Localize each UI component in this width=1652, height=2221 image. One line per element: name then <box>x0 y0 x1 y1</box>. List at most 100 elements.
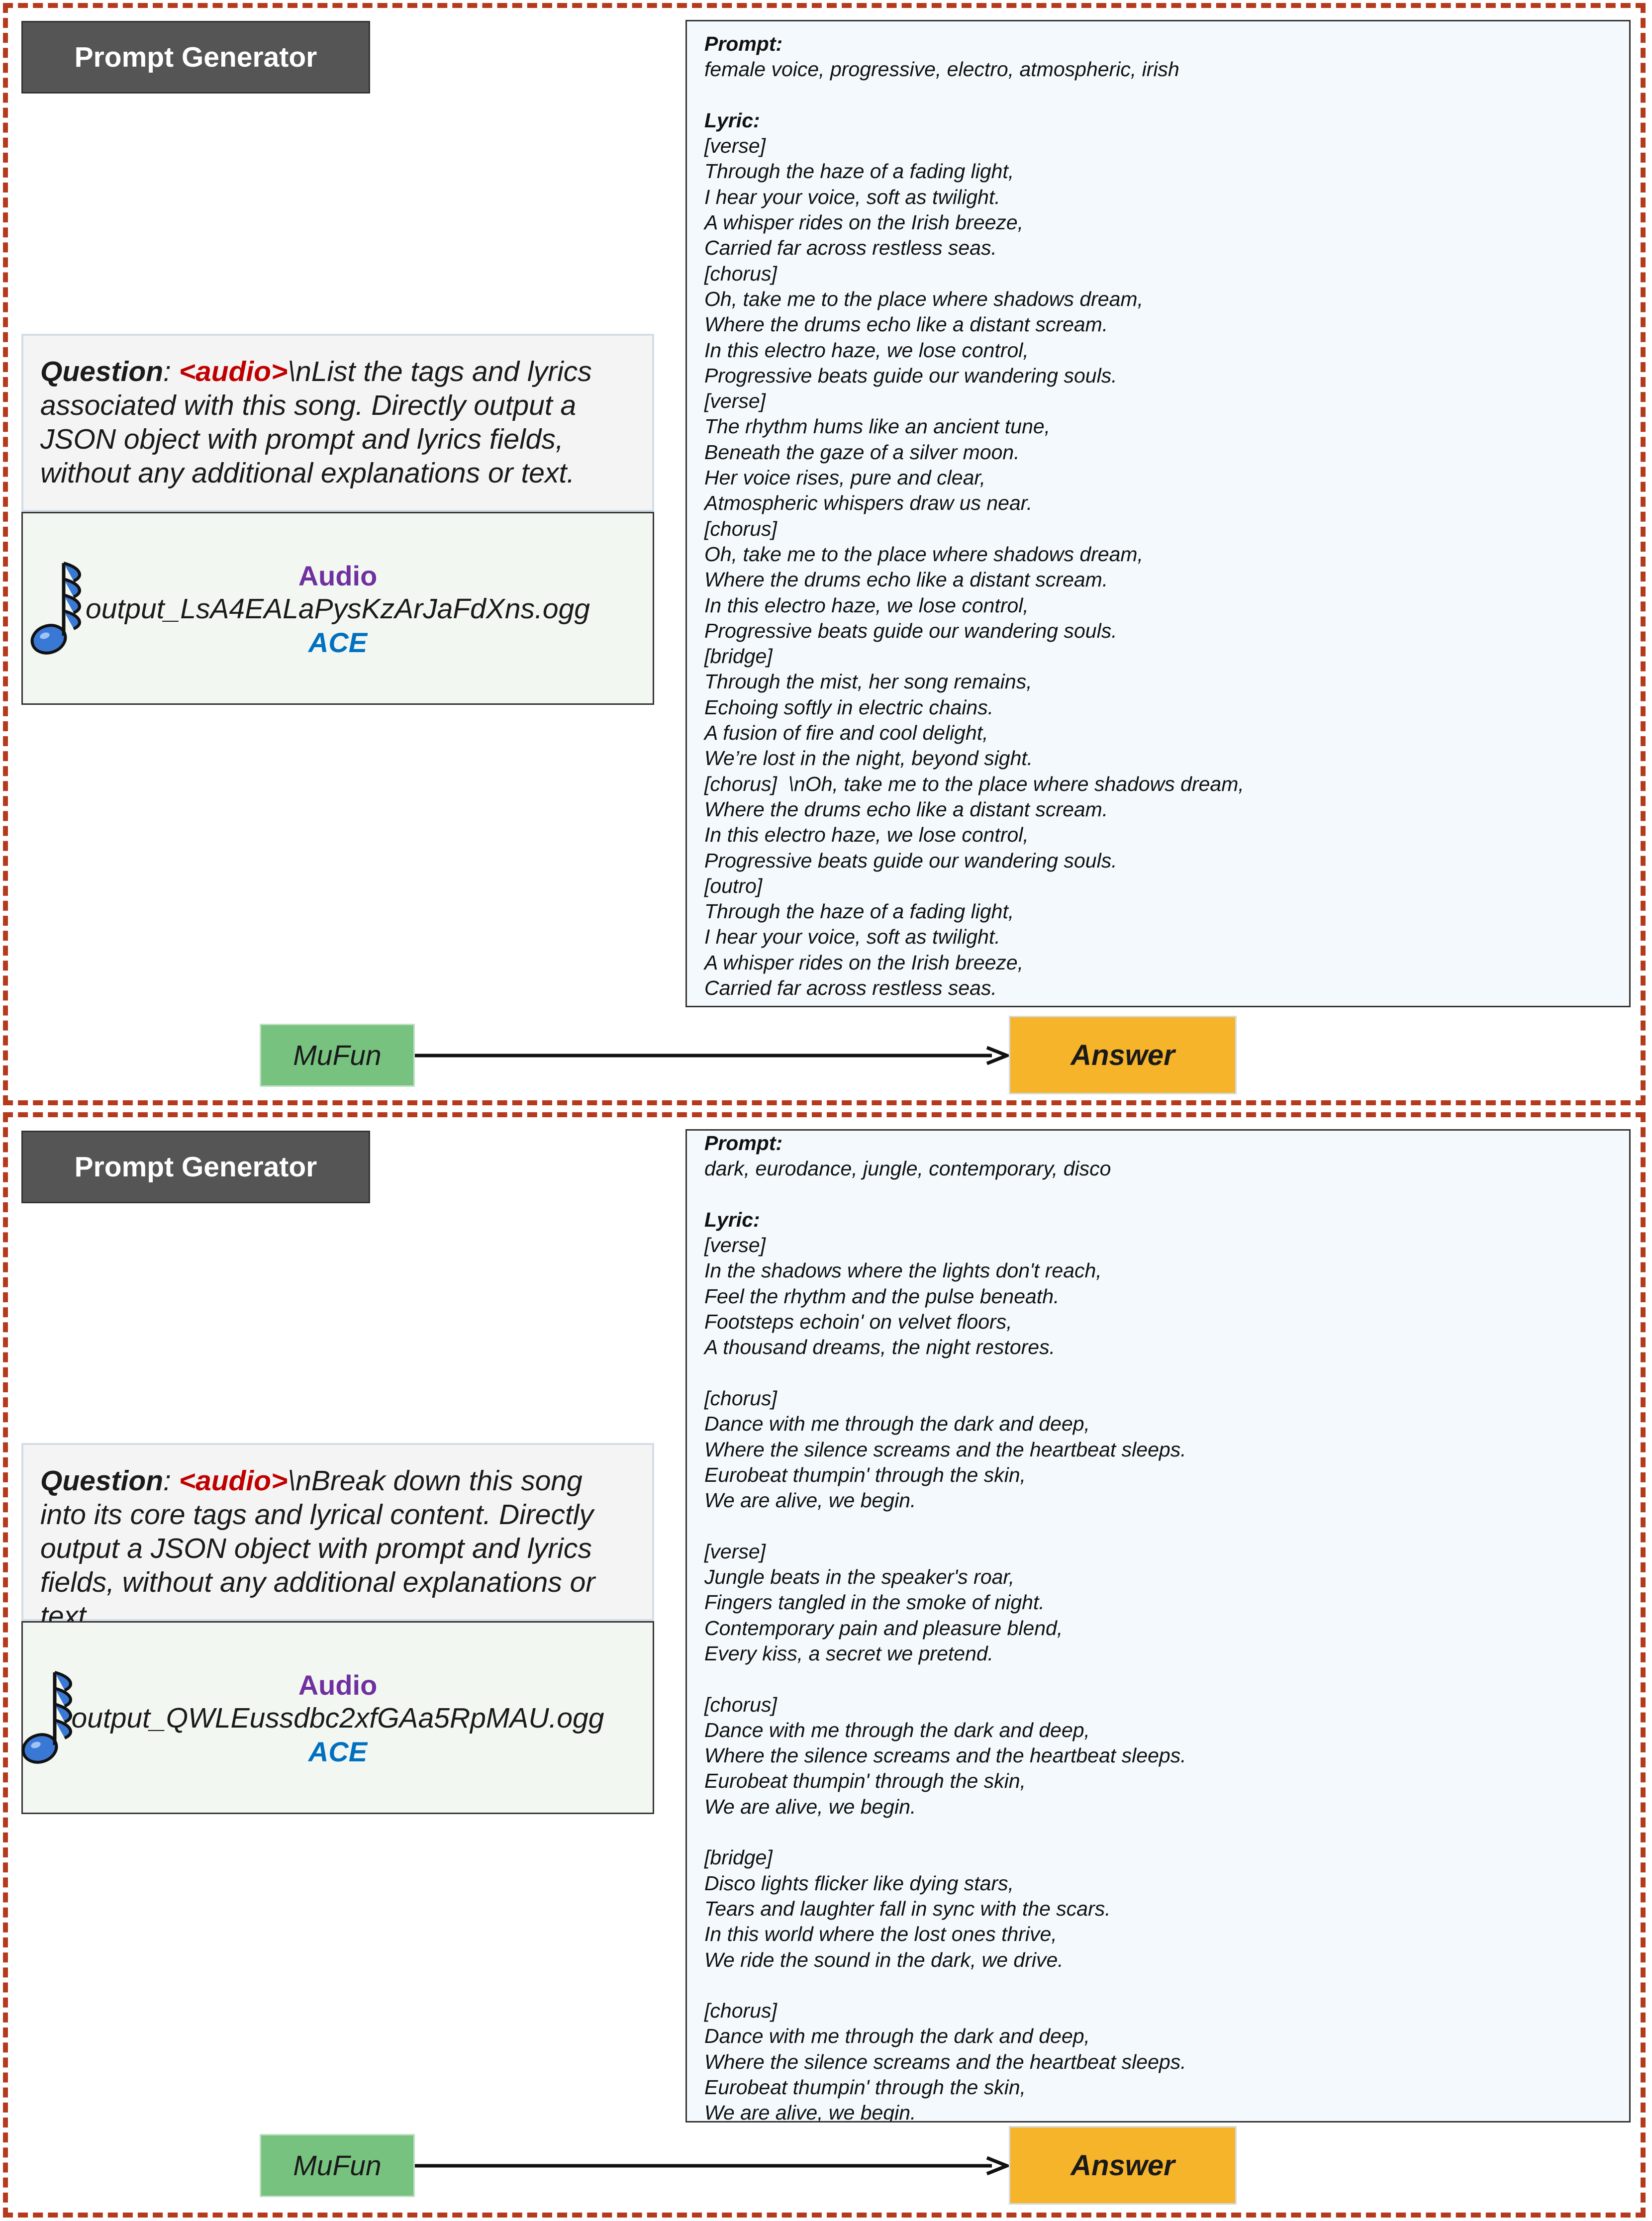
answer-line: Jungle beats in the speaker's roar, <box>704 1565 1015 1589</box>
audio-box: Audio output_QWLEussdbc2xfGAa5RpMAU.ogg … <box>21 1621 654 1814</box>
question-colon: : <box>163 356 179 387</box>
answer-line: [verse] <box>704 389 766 413</box>
answer-line: Progressive beats guide our wandering so… <box>704 364 1117 387</box>
question-label: Question <box>40 356 164 387</box>
answer-line: Fingers tangled in the smoke of night. <box>704 1591 1045 1614</box>
answer-line: Dance with me through the dark and deep, <box>704 2025 1090 2048</box>
question-colon: : <box>163 1465 179 1497</box>
answer-line: Where the drums echo like a distant scre… <box>704 797 1108 821</box>
answer-line: In the shadows where the lights don't re… <box>704 1259 1102 1282</box>
answer-line <box>704 1820 1629 1845</box>
answer-line: [chorus] <box>704 1386 777 1410</box>
answer-line: Her voice rises, pure and clear, <box>704 466 986 489</box>
answer-line: [verse] <box>704 1540 766 1563</box>
answer-line: Eurobeat thumpin' through the skin, <box>704 1463 1026 1486</box>
answer-line: [chorus] <box>704 262 777 285</box>
answer-line <box>704 83 1629 108</box>
answer-line: In this electro haze, we lose control, <box>704 593 1029 617</box>
answer-line: Echoing softly in electric chains. <box>704 695 994 719</box>
answer-line: Dance with me through the dark and deep, <box>704 1412 1090 1436</box>
answer-line: In this electro haze, we lose control, <box>704 338 1029 362</box>
mufun-model-box: MuFun <box>260 1024 415 1087</box>
example-panel-2 <box>3 1112 1646 2218</box>
answer-line: [bridge] <box>704 1846 773 1869</box>
answer-line: [chorus] <box>704 1999 777 2023</box>
answer-line: Atmospheric whispers draw us near. <box>704 491 1033 515</box>
answer-line: Prompt: <box>704 1132 783 1155</box>
answer-line: Where the silence screams and the heartb… <box>704 1438 1186 1461</box>
answer-line <box>704 1360 1629 1386</box>
answer-line: Oh, take me to the place where shadows d… <box>704 287 1143 310</box>
answer-label-box: Answer <box>1009 1016 1237 1094</box>
answer-text-box: Prompt: female voice, progressive, electr… <box>685 20 1631 1007</box>
prompt-generator-label: Prompt Generator <box>21 1131 370 1203</box>
answer-line <box>704 1973 1629 1998</box>
audio-filename: output_LsA4EALaPysKzArJaFdXns.ogg <box>86 593 590 625</box>
music-note-icon <box>21 1671 72 1764</box>
answer-line: Through the haze of a fading light, <box>704 900 1014 923</box>
audio-label: Audio <box>298 560 378 591</box>
answer-line: I hear your voice, soft as twilight. <box>704 925 1000 949</box>
answer-line: Lyric: <box>704 108 760 132</box>
answer-line: [verse] <box>704 1234 766 1257</box>
answer-line: Through the mist, her song remains, <box>704 670 1032 693</box>
answer-line: [chorus] <box>704 1693 777 1716</box>
answer-line: Prompt: <box>704 32 783 55</box>
answer-line <box>704 1666 1629 1692</box>
audio-box: Audio output_LsA4EALaPysKzArJaFdXns.ogg … <box>21 512 654 705</box>
answer-line: Where the silence screams and the heartb… <box>704 1744 1186 1767</box>
example-panel-1 <box>3 3 1646 1105</box>
arrow-icon <box>415 2156 1010 2176</box>
answer-line: Dance with me through the dark and deep, <box>704 1718 1090 1741</box>
question-text: \nBreak down this song into its core tag… <box>40 1465 595 1632</box>
answer-line: [bridge] <box>704 645 773 668</box>
answer-line: Contemporary pain and pleasure blend, <box>704 1616 1063 1640</box>
audio-token: <audio> <box>179 1465 288 1497</box>
answer-line: Eurobeat thumpin' through the skin, <box>704 1769 1026 1793</box>
answer-line: We are alive, we begin. <box>704 1795 916 1818</box>
answer-line: The rhythm hums like an ancient tune, <box>704 415 1051 438</box>
answer-line: In this world where the lost ones thrive… <box>704 1923 1057 1946</box>
answer-line: A whisper rides on the Irish breeze, <box>704 951 1024 974</box>
answer-line: We are alive, we begin. <box>704 2101 916 2123</box>
answer-line: We are alive, we begin. <box>704 1489 916 1512</box>
answer-line: dark, eurodance, jungle, contemporary, d… <box>704 1157 1111 1180</box>
answer-line <box>704 1513 1629 1539</box>
arrow-icon <box>415 1046 1010 1065</box>
answer-line: Where the drums echo like a distant scre… <box>704 313 1108 336</box>
answer-label-box: Answer <box>1009 2126 1237 2205</box>
answer-line: Lyric: <box>704 1208 760 1231</box>
answer-line: Tears and laughter fall in sync with the… <box>704 1897 1111 1920</box>
prompt-generator-label: Prompt Generator <box>21 21 370 94</box>
answer-line: [verse] <box>704 134 766 158</box>
question-label: Question <box>40 1465 164 1497</box>
answer-line: [outro] <box>704 874 763 897</box>
answer-line: Carried far across restless seas. <box>704 976 997 999</box>
answer-line: Through the haze of a fading light, <box>704 160 1014 183</box>
answer-line: Every kiss, a secret we pretend. <box>704 1642 994 1665</box>
answer-line: [chorus] <box>704 517 777 540</box>
answer-line: A thousand dreams, the night restores. <box>704 1336 1055 1359</box>
answer-line: Footsteps echoin' on velvet floors, <box>704 1310 1012 1334</box>
question-text: \nList the tags and lyrics associated wi… <box>40 356 592 489</box>
answer-line: Eurobeat thumpin' through the skin, <box>704 2075 1026 2099</box>
question-box: Question: <audio>\nList the tags and lyr… <box>21 334 654 512</box>
answer-line: Disco lights flicker like dying stars, <box>704 1871 1014 1895</box>
audio-token: <audio> <box>179 356 288 387</box>
answer-text-box: Prompt:dark, eurodance, jungle, contempo… <box>685 1129 1631 2123</box>
answer-line: Where the drums echo like a distant scre… <box>704 568 1108 591</box>
answer-line: Where the silence screams and the heartb… <box>704 2050 1186 2073</box>
answer-line <box>704 1182 1629 1207</box>
audio-filename: output_QWLEussdbc2xfGAa5RpMAU.ogg <box>71 1702 604 1734</box>
answer-line: Carried far across restless seas. <box>704 236 997 260</box>
answer-line: A whisper rides on the Irish breeze, <box>704 211 1024 234</box>
answer-line: We ride the sound in the dark, we drive. <box>704 1948 1064 1971</box>
answer-line: female voice, progressive, electro, atmo… <box>704 58 1179 81</box>
answer-line: Progressive beats guide our wandering so… <box>704 619 1117 642</box>
answer-line: In this electro haze, we lose control, <box>704 823 1029 847</box>
answer-line: I hear your voice, soft as twilight. <box>704 185 1000 208</box>
music-note-icon <box>30 562 81 655</box>
audio-source: ACE <box>308 627 368 658</box>
answer-line: A fusion of fire and cool delight, <box>704 721 988 745</box>
question-box: Question: <audio>\nBreak down this song … <box>21 1443 654 1632</box>
